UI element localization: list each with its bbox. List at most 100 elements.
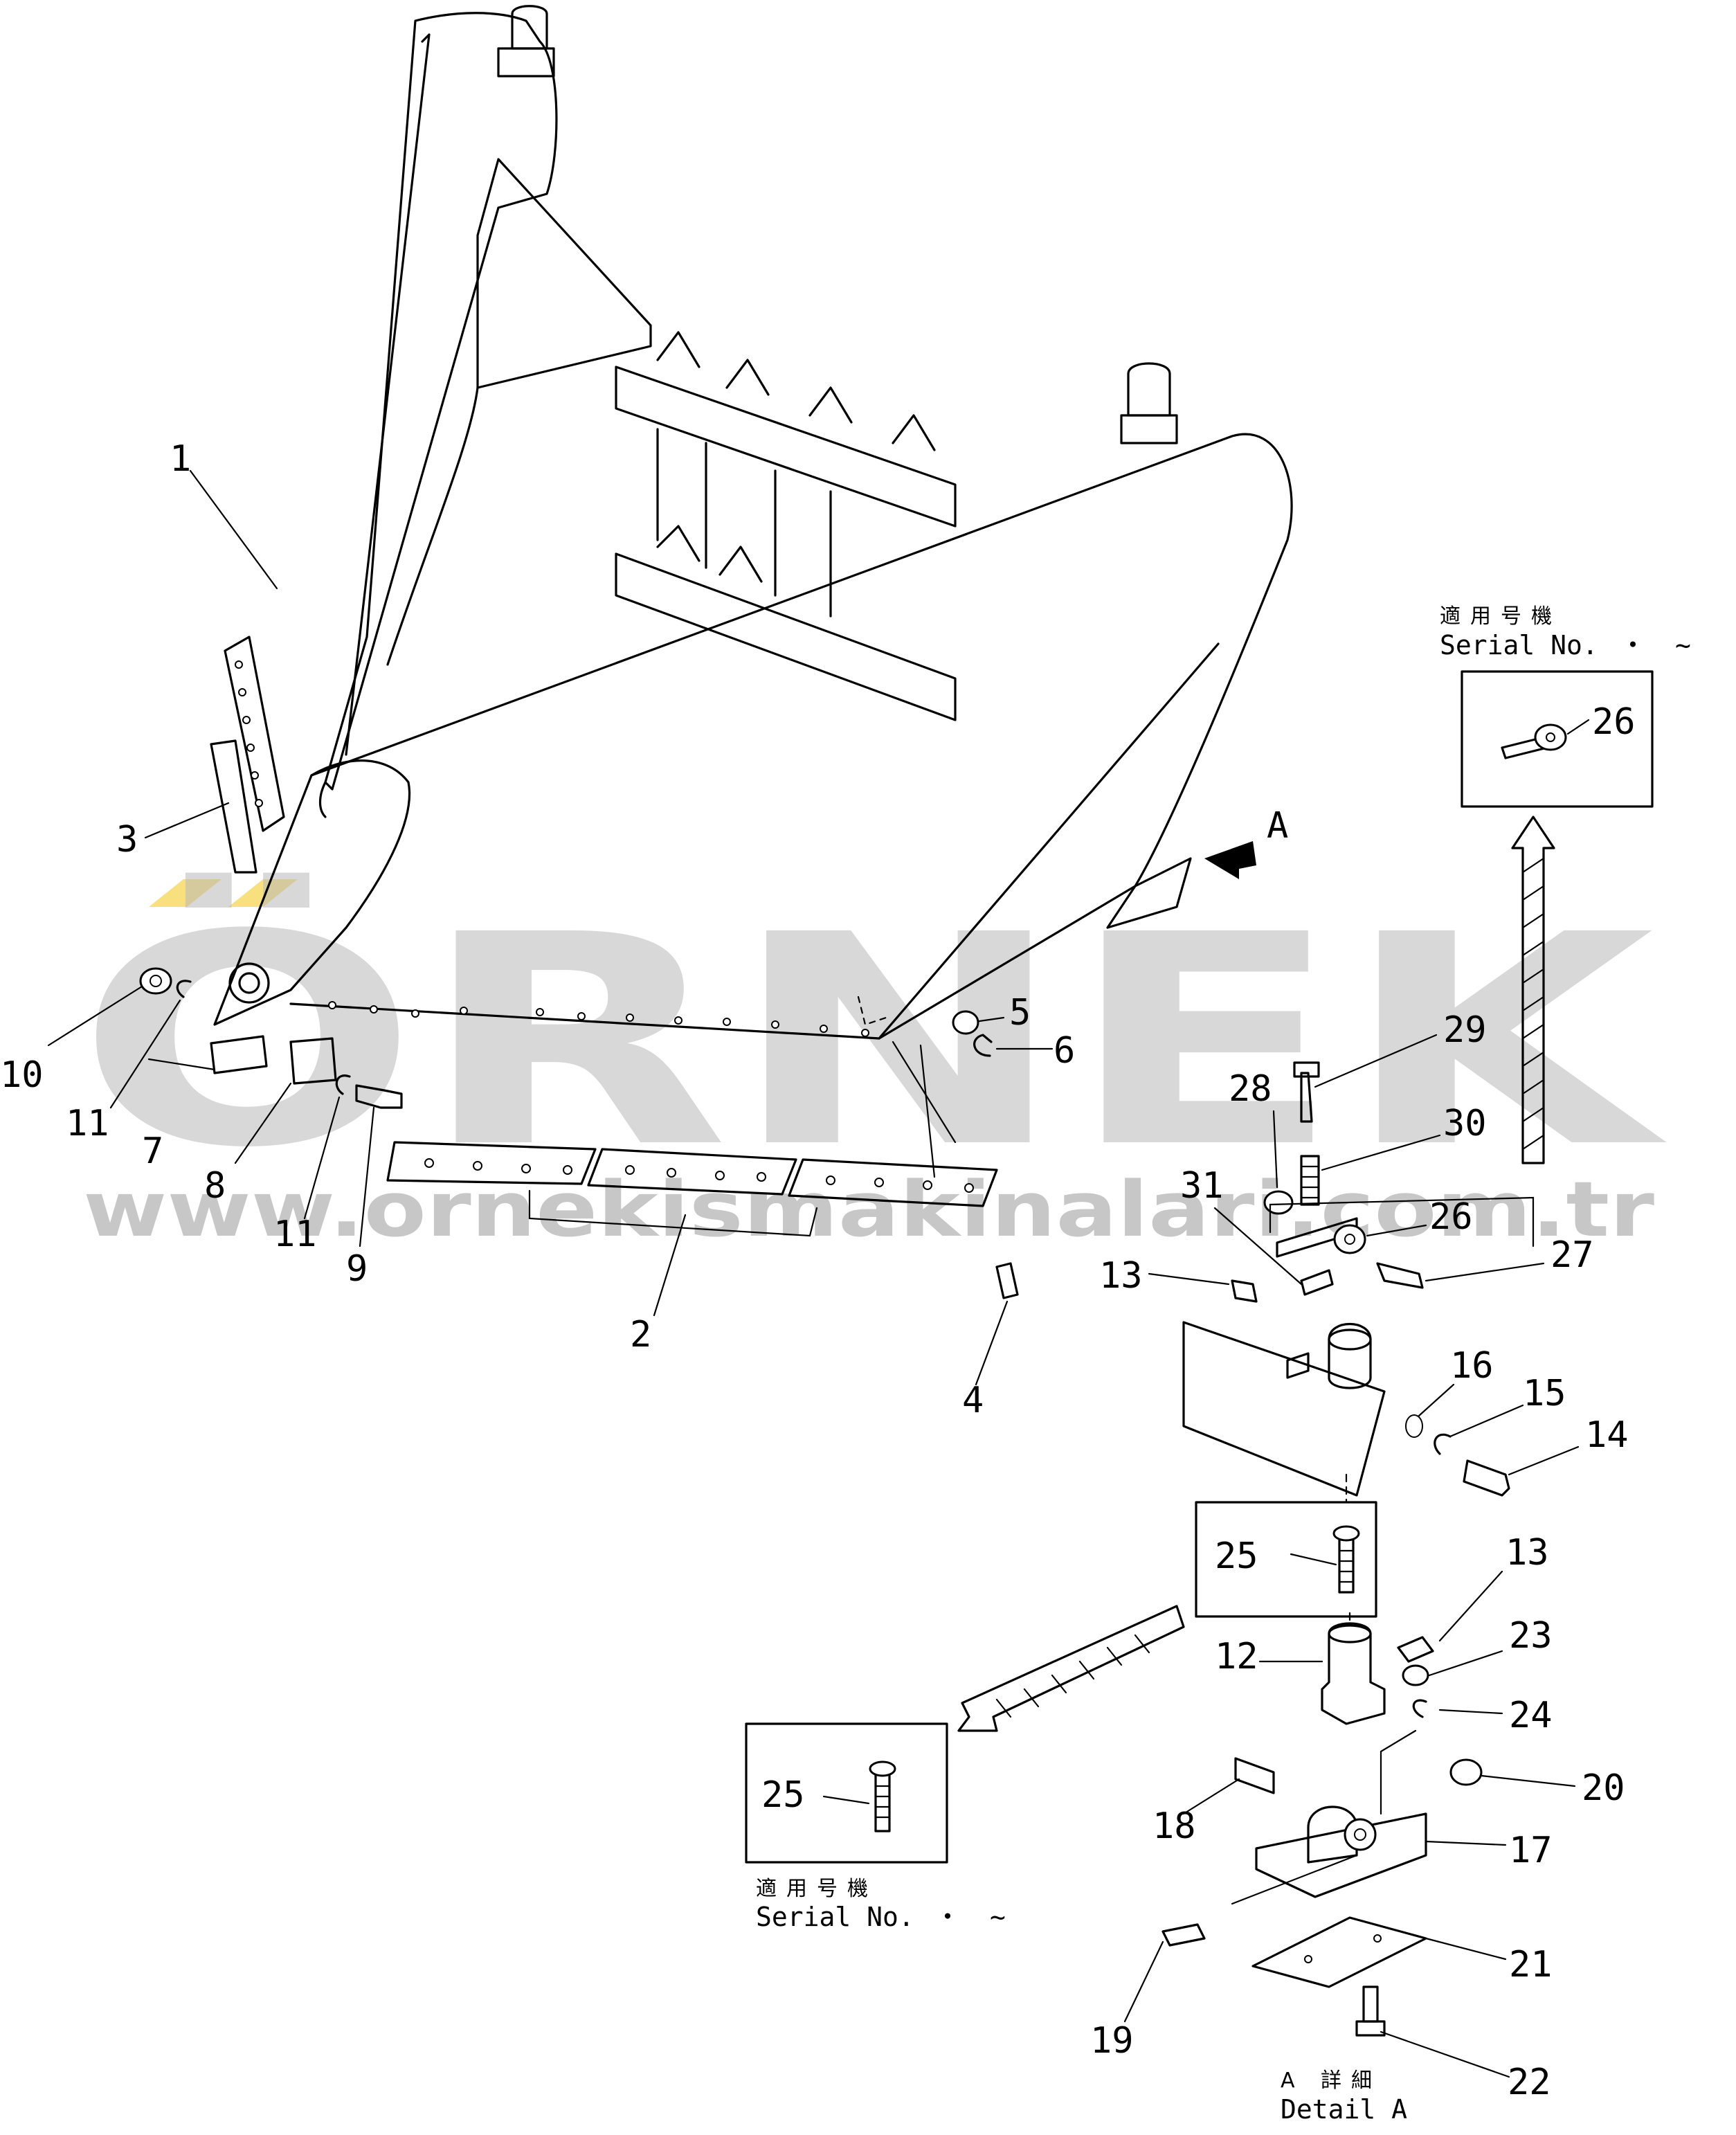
serial-box-top: 適用号機 Serial No. ・ ~ 26 <box>1440 604 1691 1164</box>
serial-top-jp: 適用号機 <box>1440 604 1562 629</box>
watermark-accent-1 <box>149 879 221 907</box>
bolt-19 <box>1161 1923 1206 1947</box>
serial-top-en: Serial No. <box>1440 630 1598 660</box>
callout-12: 12 <box>1215 1636 1258 1677</box>
callout-3: 3 <box>116 819 138 861</box>
watermark: ÖRNEK www.ornekismakinalari.com.tr <box>76 870 1670 1254</box>
view-a-label: A <box>1267 805 1288 847</box>
frame-ribs <box>656 428 832 618</box>
serial-bottom-en: Serial No. <box>756 1902 914 1932</box>
bucket-assembly <box>210 5 1293 1040</box>
view-arrow-a: A <box>1204 805 1288 879</box>
serial-25-arrow <box>957 1605 1185 1732</box>
callout-26-top: 26 <box>1592 701 1636 743</box>
valve-cylinder <box>1328 1323 1372 1389</box>
callout-29: 29 <box>1443 1009 1487 1051</box>
rear-lug-base <box>1120 414 1178 444</box>
pin-18 <box>1234 1757 1275 1794</box>
shim-plate-8 <box>289 1037 337 1085</box>
callout-25-bottom: 25 <box>761 1774 805 1816</box>
callout-16: 16 <box>1450 1345 1494 1387</box>
leaders-detail <box>1123 1034 1580 2078</box>
callout-20: 20 <box>1582 1767 1625 1809</box>
bucket-side-plate <box>324 12 558 791</box>
pivot-boss <box>228 962 270 1004</box>
pin-31 <box>1300 1269 1334 1296</box>
cutting-edge-segment-1 <box>386 1141 597 1185</box>
nut-28 <box>1263 1190 1294 1215</box>
callout-1: 1 <box>170 438 191 480</box>
callout-13a: 13 <box>1099 1255 1143 1297</box>
nut-23 <box>1402 1664 1429 1686</box>
nut-5 <box>952 1010 979 1035</box>
lock-washer-15 <box>1434 1433 1452 1455</box>
callout-23: 23 <box>1509 1615 1553 1657</box>
callout-10: 10 <box>0 1054 44 1096</box>
callout-9: 9 <box>346 1248 368 1290</box>
callout-19: 19 <box>1090 2020 1134 2062</box>
frame-teeth-lower <box>656 525 763 583</box>
watermark-accent-2 <box>228 879 298 907</box>
lock-washer-11b <box>335 1074 351 1095</box>
callout-17: 17 <box>1509 1830 1553 1871</box>
top-lug-base <box>497 47 555 78</box>
detail-a-jp: A 詳細 <box>1281 2069 1382 2093</box>
cutting-edge-holes <box>328 1001 869 1037</box>
callout-11a: 11 <box>66 1103 109 1144</box>
cross-beam-upper <box>615 366 957 528</box>
plate-21 <box>1251 1916 1427 1988</box>
serial-top-frame <box>1461 670 1654 808</box>
lock-washer-6 <box>973 1034 993 1057</box>
valve-detail-upper <box>1182 1061 1535 1497</box>
serial-25-frame <box>1195 1501 1377 1618</box>
view-a-arrow <box>1204 841 1256 879</box>
serial-bottom-tilde: ~ <box>990 1902 1006 1932</box>
callout-14: 14 <box>1585 1414 1629 1456</box>
watermark-logo: ÖRNEK <box>76 870 1670 1211</box>
skid-plate-17 <box>1255 1812 1427 1898</box>
callout-27: 27 <box>1550 1234 1594 1276</box>
frame-teeth-upper <box>656 331 936 451</box>
bolt-27 <box>1376 1262 1424 1289</box>
bolt-4 <box>995 1262 1019 1299</box>
shim-plate-7 <box>210 1035 268 1074</box>
callout-26b: 26 <box>1429 1196 1473 1238</box>
grease-fitting-13 <box>1231 1279 1258 1303</box>
top-lug <box>511 5 548 50</box>
watermark-url: www.ornekismakinalari.com.tr <box>83 1165 1654 1254</box>
cutting-edge-segment-2 <box>587 1148 797 1196</box>
bucket-bottom-skid <box>1106 857 1192 929</box>
nut-20 <box>1449 1758 1483 1786</box>
lock-washer-11a <box>176 980 192 998</box>
bolt-14 <box>1463 1459 1510 1497</box>
serial-top-dot: ・ <box>1620 630 1646 660</box>
side-cutter-3 <box>210 739 257 874</box>
washer-16 <box>1405 1414 1423 1438</box>
grease-fitting-13b <box>1397 1636 1434 1663</box>
callout-18: 18 <box>1152 1805 1196 1847</box>
callout-13b: 13 <box>1506 1532 1549 1574</box>
callout-11b: 11 <box>273 1214 317 1255</box>
valve-detail-25: 25 <box>1195 1501 1377 1618</box>
back-gusset <box>476 158 652 389</box>
callout-5: 5 <box>1009 992 1031 1034</box>
bolt-9 <box>355 1084 403 1109</box>
plunger-25 <box>1338 1535 1355 1594</box>
serial-top-tilde: ~ <box>1675 630 1691 660</box>
serial-box-bottom: 25 適用号機 Serial No. ・ ~ <box>745 1722 1006 1932</box>
valve-bracket <box>1286 1352 1310 1379</box>
serial-bottom-jp: 適用号機 <box>756 1877 878 1901</box>
callout-4: 4 <box>962 1380 984 1421</box>
callout-labels: 1 2 3 4 5 6 7 8 9 10 11 11 12 13 13 14 1… <box>0 438 1629 2103</box>
mount-plate <box>224 636 285 832</box>
bucket-side-edge <box>345 33 431 756</box>
callout-6: 6 <box>1054 1030 1075 1072</box>
callout-15: 15 <box>1523 1373 1566 1414</box>
cross-beam-lower <box>615 552 957 721</box>
valve-detail-lower <box>957 1605 1434 1732</box>
pin-29 <box>1300 1072 1313 1123</box>
rear-lug <box>1127 362 1171 417</box>
bolt-22 <box>1362 1985 1379 2023</box>
callout-8: 8 <box>204 1165 226 1207</box>
